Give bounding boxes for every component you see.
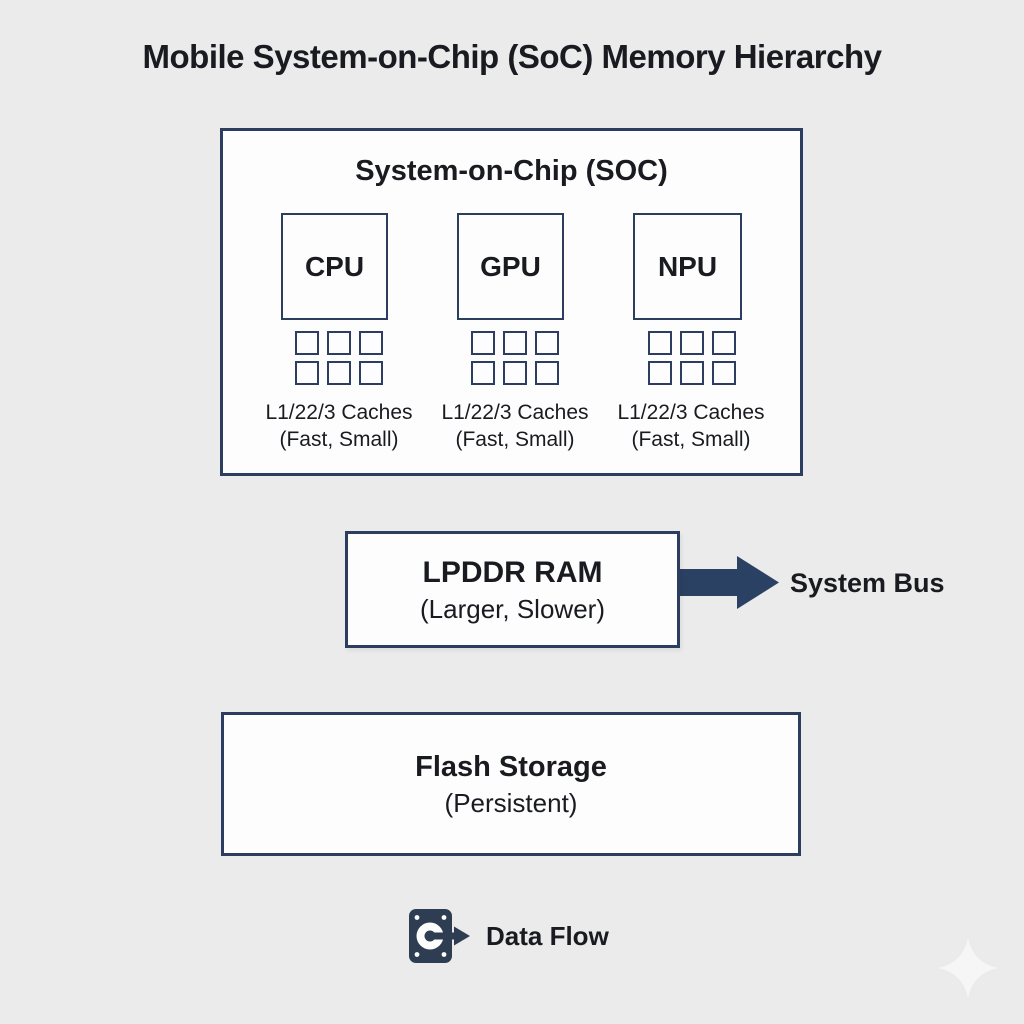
cache-cell: [680, 331, 704, 355]
gpu-cache-label: L1/22/3 Caches (Fast, Small): [425, 399, 605, 453]
npu-cache-label-line2: (Fast, Small): [631, 428, 751, 451]
cpu-box: CPU: [281, 213, 388, 320]
soc-title: System-on-Chip (SOC): [355, 155, 668, 187]
drive-screw: [414, 915, 420, 920]
lpddr-ram-title: LPDDR RAM: [422, 555, 603, 589]
cache-cell: [327, 361, 351, 385]
cpu-cache-label-line2: (Fast, Small): [279, 428, 399, 451]
npu-cache-label: L1/22/3 Caches (Fast, Small): [601, 399, 781, 453]
cache-cell: [295, 361, 319, 385]
npu-cache-grid: [648, 331, 736, 385]
cache-cell: [359, 331, 383, 355]
cache-cell: [295, 331, 319, 355]
cache-cell: [712, 331, 736, 355]
gpu-label: GPU: [480, 250, 541, 282]
system-bus-label: System Bus: [790, 568, 945, 598]
flash-storage-subtitle: (Persistent): [444, 787, 578, 818]
lpddr-ram-subtitle: (Larger, Slower): [420, 593, 605, 624]
drive-screw: [441, 915, 447, 920]
drive-screw: [441, 952, 447, 957]
cpu-cache-label: L1/22/3 Caches (Fast, Small): [249, 399, 429, 453]
cache-cell: [535, 361, 559, 385]
legend-label: Data Flow: [486, 920, 609, 951]
cache-cell: [712, 361, 736, 385]
gpu-cache-grid: [471, 331, 559, 385]
cpu-label: CPU: [304, 250, 365, 282]
cache-cell: [648, 331, 672, 355]
cache-cell: [471, 361, 495, 385]
sparkle-icon: [938, 938, 998, 998]
flash-storage-title: Flash Storage: [415, 750, 607, 783]
cache-cell: [327, 331, 351, 355]
flash-storage-box: Flash Storage (Persistent): [221, 712, 801, 856]
cache-cell: [680, 361, 704, 385]
data-flow-arrow: [433, 926, 470, 946]
system-bus-arrow-icon: [680, 556, 779, 609]
npu-box: NPU: [633, 213, 742, 320]
cache-cell: [503, 361, 527, 385]
gpu-cache-label-line1: L1/22/3 Caches: [441, 401, 589, 424]
gpu-box: GPU: [457, 213, 564, 320]
drive-screw: [414, 952, 420, 957]
npu-cache-label-line1: L1/22/3 Caches: [617, 401, 765, 424]
gpu-cache-label-line2: (Fast, Small): [455, 428, 575, 451]
cpu-cache-label-line1: L1/22/3 Caches: [265, 401, 413, 424]
drive-spindle: [424, 930, 436, 942]
lpddr-ram-box: LPDDR RAM (Larger, Slower): [345, 531, 680, 648]
cache-cell: [471, 331, 495, 355]
cache-cell: [535, 331, 559, 355]
cpu-cache-grid: [295, 331, 383, 385]
page-title: Mobile System-on-Chip (SoC) Memory Hiera…: [142, 38, 882, 75]
soc-container-box: System-on-Chip (SOC) CPU GPU NPU: [220, 128, 803, 476]
cache-cell: [648, 361, 672, 385]
cache-cell: [359, 361, 383, 385]
legend: Data Flow: [408, 908, 609, 964]
storage-drive-arrow-icon: [409, 909, 470, 963]
npu-label: NPU: [657, 250, 718, 282]
cache-cell: [503, 331, 527, 355]
